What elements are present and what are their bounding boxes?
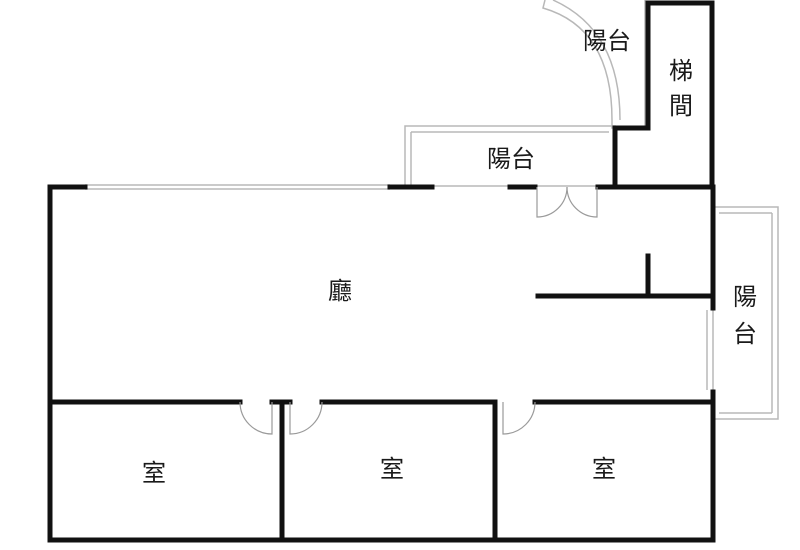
balcony-outlines	[85, 0, 779, 420]
door-room-left	[239, 401, 273, 435]
door-room-center	[289, 401, 323, 435]
label-stairwell-1: 梯	[669, 57, 693, 85]
label-living: 廳	[328, 277, 352, 305]
label-balcony-right-1: 陽	[733, 283, 757, 311]
label-room-left: 室	[142, 459, 166, 487]
room-labels: 陽台 梯 間 陽台 廳 陽 台 室 室 室	[142, 27, 757, 487]
walls	[47, 0, 716, 543]
door-room-right	[502, 401, 536, 435]
door-balcony-right-leaf	[566, 186, 598, 218]
balcony-top-outline	[542, 0, 646, 129]
doors	[239, 186, 598, 435]
label-room-center: 室	[380, 455, 404, 483]
label-balcony-top: 陽台	[583, 27, 631, 55]
label-balcony-middle: 陽台	[487, 145, 535, 173]
label-balcony-right-2: 台	[733, 320, 757, 348]
label-stairwell-2: 間	[669, 92, 693, 120]
label-room-right: 室	[592, 455, 616, 483]
door-balcony-left-leaf	[536, 186, 568, 218]
balcony-top-inner	[552, 0, 621, 121]
balcony-right-outline	[712, 206, 779, 420]
